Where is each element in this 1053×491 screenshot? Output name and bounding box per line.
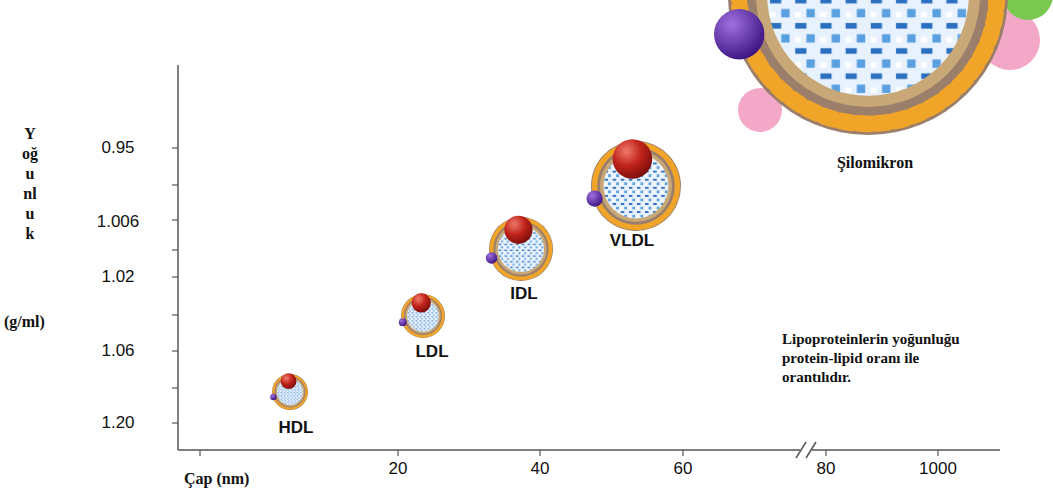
hdl-particle: [270, 373, 308, 410]
idl-particle: [486, 216, 553, 281]
particle-name: HDL: [279, 418, 314, 438]
tick-label: 40: [531, 459, 550, 479]
chylomicron-particle: [714, 0, 1053, 135]
note-text: Lipoproteinlerin yoğunluğu protein-lipid…: [782, 330, 982, 386]
particle-name: IDL: [510, 284, 537, 304]
tick-label: 80: [817, 459, 836, 479]
tick-label: 0.95: [101, 138, 134, 158]
particle-name: VLDL: [610, 231, 654, 251]
tick-label: 60: [674, 459, 693, 479]
tick-label: 1000: [919, 459, 957, 479]
tick-label: 1.006: [97, 212, 140, 232]
particle-name: Şilomikron: [837, 153, 913, 172]
axis-title: Yoğunluk: [22, 124, 38, 244]
particle-name: LDL: [415, 342, 448, 362]
tick-label: 1.02: [101, 267, 134, 287]
tick-label: 1.20: [101, 413, 134, 433]
tick-label: 20: [389, 459, 408, 479]
vldl-particle: [587, 139, 682, 231]
axis-title: Çap (nm): [184, 469, 249, 488]
tick-label: 1.06: [101, 341, 134, 361]
ldl-particle: [399, 293, 445, 338]
axis-unit: (g/ml): [4, 312, 45, 331]
